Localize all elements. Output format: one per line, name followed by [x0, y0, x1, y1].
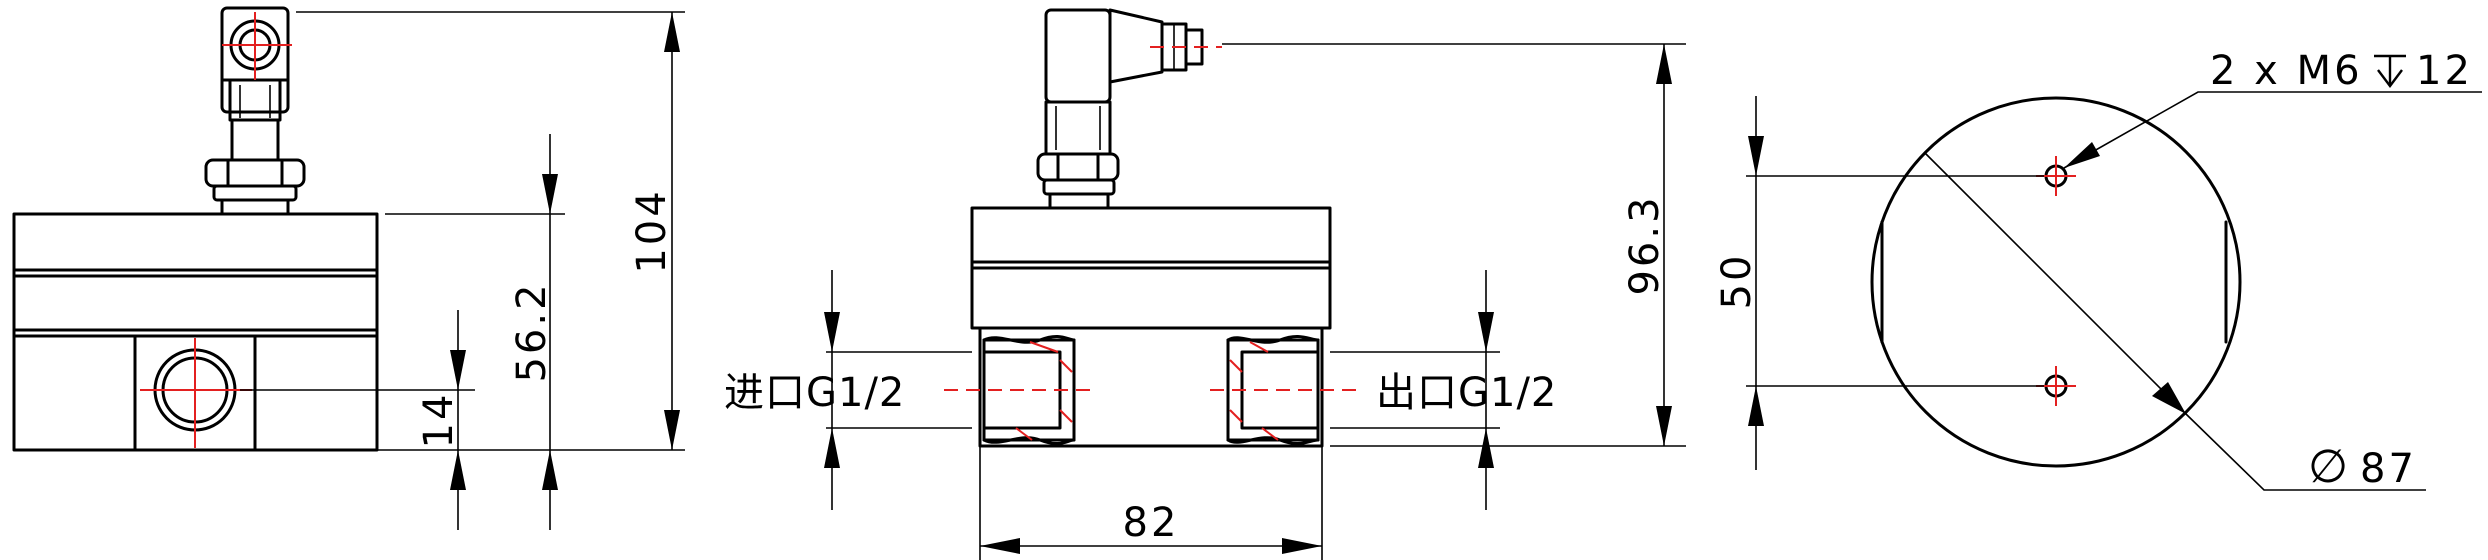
front-view-dimensions: 104 56.2 14: [240, 11, 685, 530]
side-view: [944, 8, 1356, 448]
outlet-label: 出口G1/2: [1376, 370, 1557, 416]
dim-height-side: 96.3: [1622, 194, 1668, 295]
side-view-dimensions: 96.3 82 进口G1/2 出口G1/2: [724, 43, 1686, 560]
depth-symbol-icon: [2374, 54, 2406, 88]
dim-height-body: 56.2: [509, 281, 555, 382]
dim-height-port: 14: [416, 392, 462, 449]
dim-width-body: 82: [1123, 500, 1180, 546]
diameter-symbol-icon: ∅: [2308, 439, 2351, 493]
thread-label: 2 x M6: [2210, 48, 2363, 94]
front-view: [12, 6, 379, 452]
bottom-view: [1870, 96, 2242, 468]
dim-hole-spacing: 50: [1714, 253, 1760, 310]
dim-diameter: 87: [2360, 446, 2417, 492]
bottom-view-dimensions: 50 2 x M6 12 ∅ 87: [1714, 48, 2482, 493]
dim-height-overall: 104: [629, 188, 675, 273]
inlet-label: 进口G1/2: [724, 370, 905, 416]
thread-depth: 12: [2416, 48, 2473, 94]
